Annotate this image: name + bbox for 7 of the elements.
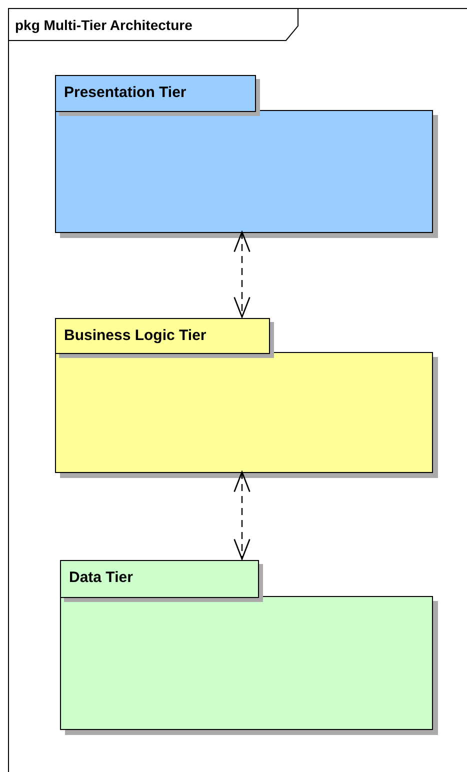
frame (8, 8, 467, 772)
frame-title: pkg Multi-Tier Architecture (15, 17, 192, 33)
dependency-arrow (234, 231, 250, 318)
package-name: Business Logic Tier (64, 327, 206, 344)
package-name: Data Tier (69, 569, 133, 586)
package-name: Presentation Tier (64, 84, 186, 101)
dependency-arrow (234, 471, 250, 560)
